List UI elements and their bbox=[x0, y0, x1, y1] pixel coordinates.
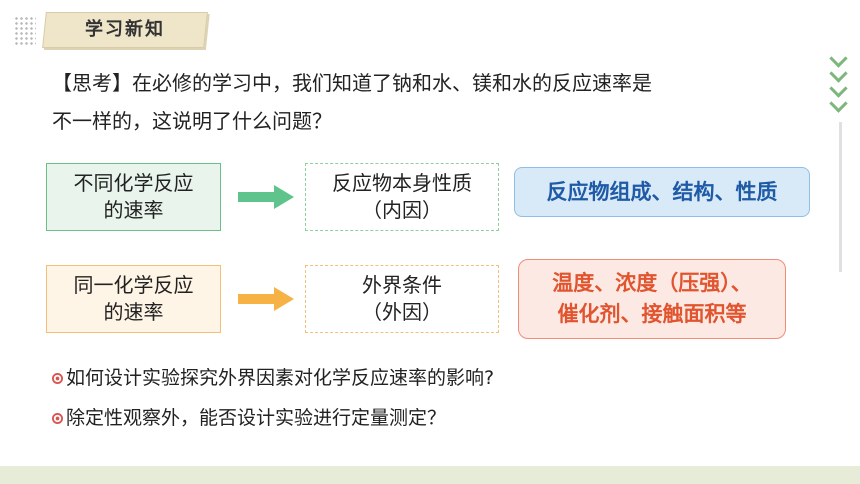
external-factor-tag: （外因） bbox=[362, 300, 442, 324]
right-arrow-icon bbox=[238, 287, 294, 311]
different-reaction-box: 不同化学反应 的速率 bbox=[46, 163, 221, 231]
same-reaction-box: 同一化学反应 的速率 bbox=[46, 265, 221, 333]
reactant-properties-box: 反应物组成、结构、性质 bbox=[514, 167, 810, 217]
bullet-item: 如何设计实验探究外界因素对化学反应速率的影响? bbox=[52, 365, 494, 391]
bullet-item: 除定性观察外，能否设计实验进行定量测定？ bbox=[52, 405, 446, 431]
question-line-1: 【思考】在必修的学习中，我们知道了钠和水、镁和水的反应速率是 bbox=[52, 71, 652, 95]
question-line-2: 不一样的，这说明了什么问题？ bbox=[52, 109, 332, 133]
external-factor-label: 外界条件 bbox=[362, 273, 442, 297]
side-divider bbox=[839, 122, 842, 272]
bullet-text: 除定性观察外，能否设计实验进行定量测定？ bbox=[66, 407, 447, 429]
right-arrow-icon bbox=[238, 185, 294, 209]
bullet-text: 如何设计实验探究外界因素对化学反应速率的影响? bbox=[66, 367, 495, 389]
footer-band bbox=[0, 466, 860, 484]
external-conditions-line-1: 温度、浓度（压强）、 bbox=[552, 271, 752, 295]
external-conditions-box: 温度、浓度（压强）、 催化剂、接触面积等 bbox=[518, 259, 786, 339]
internal-factor-label: 反应物本身性质 bbox=[332, 171, 472, 195]
external-factor-box: 外界条件 （外因） bbox=[305, 265, 499, 333]
same-reaction-label-1: 同一化学反应 bbox=[73, 273, 194, 297]
same-reaction-label-2: 的速率 bbox=[103, 300, 164, 324]
thinking-question: 【思考】在必修的学习中，我们知道了钠和水、镁和水的反应速率是 不一样的，这说明了… bbox=[52, 64, 792, 140]
page-title: 学习新知 bbox=[85, 19, 165, 40]
different-reaction-label-1: 不同化学反应 bbox=[73, 171, 194, 195]
internal-factor-box: 反应物本身性质 （内因） bbox=[305, 163, 499, 231]
different-reaction-label-2: 的速率 bbox=[103, 198, 164, 222]
internal-factor-tag: （内因） bbox=[362, 198, 442, 222]
external-conditions-line-2: 催化剂、接触面积等 bbox=[557, 302, 747, 326]
bullet-icon bbox=[52, 412, 63, 424]
reactant-properties-text: 反应物组成、结构、性质 bbox=[546, 179, 778, 204]
bullet-icon bbox=[52, 372, 63, 384]
dot-grid-decoration bbox=[14, 16, 36, 46]
chevron-down-icon bbox=[829, 49, 848, 113]
